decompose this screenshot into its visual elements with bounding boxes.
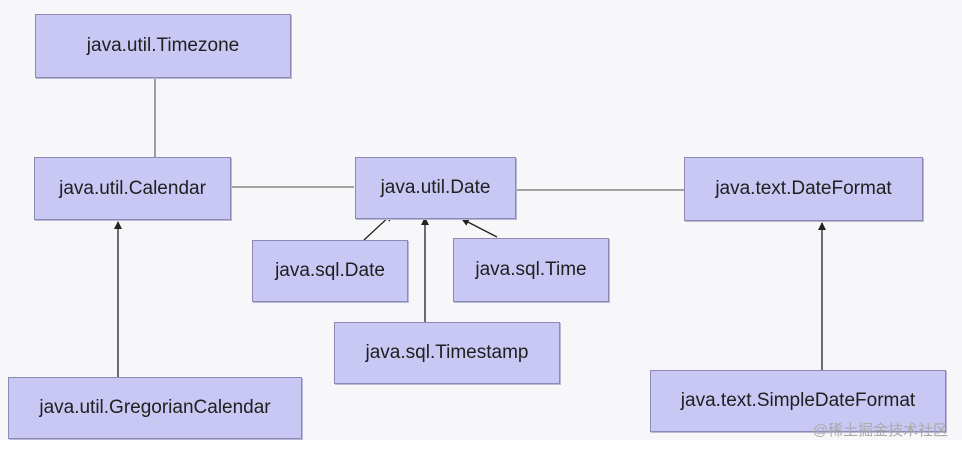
watermark: @稀土掘金技术社区: [812, 422, 948, 439]
node-java-sql-time: java.sql.Time: [453, 238, 609, 302]
node-java-util-timezone: java.util.Timezone: [35, 14, 291, 78]
node-java-sql-timestamp: java.sql.Timestamp: [334, 322, 560, 384]
node-java-text-simpledateformat: java.text.SimpleDateFormat: [650, 370, 946, 432]
node-java-util-date: java.util.Date: [355, 157, 516, 219]
arrow-sql-time-to-util-date: [461, 218, 498, 238]
node-java-util-calendar: java.util.Calendar: [34, 157, 231, 220]
node-java-text-dateformat: java.text.DateFormat: [684, 157, 923, 221]
node-java-sql-date: java.sql.Date: [252, 240, 408, 302]
node-java-util-gregoriancalendar: java.util.GregorianCalendar: [8, 377, 302, 439]
